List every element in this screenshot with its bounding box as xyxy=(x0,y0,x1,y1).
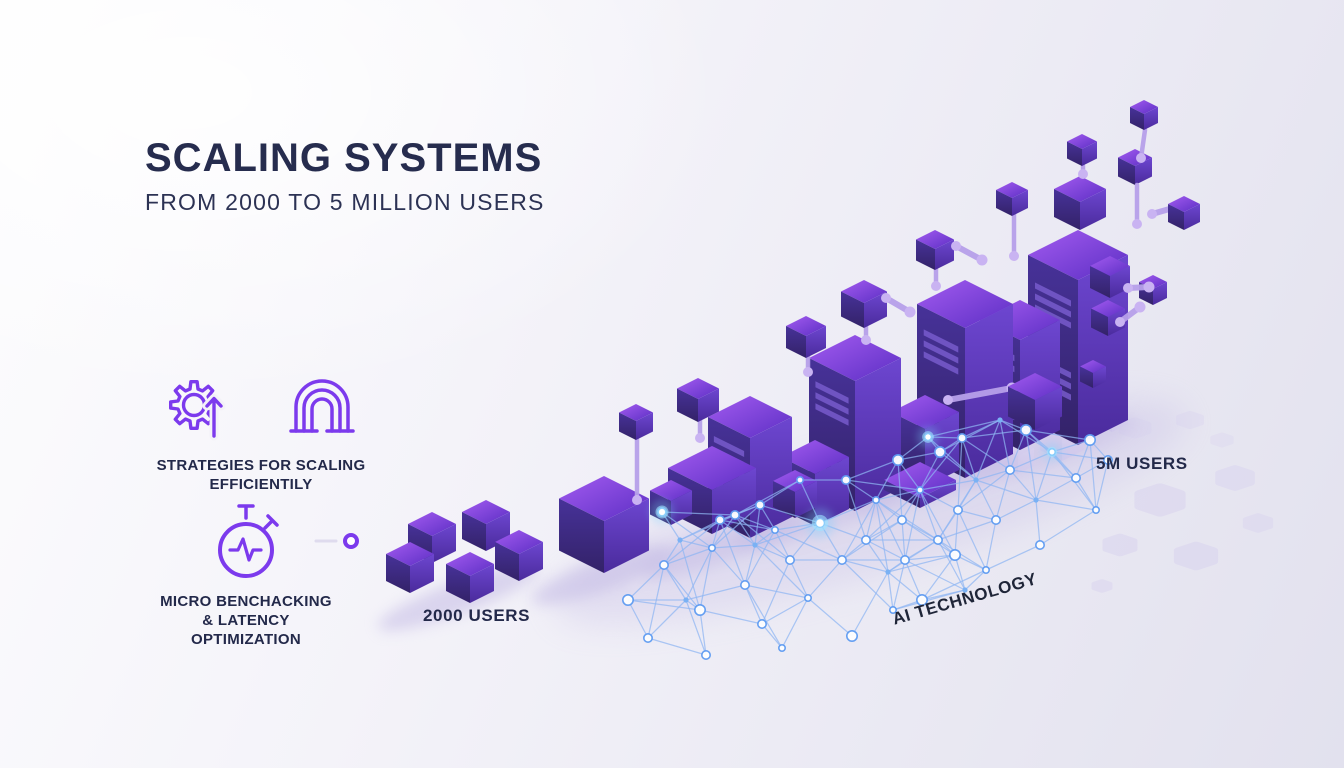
arch-icon xyxy=(289,379,355,433)
feature-benchmarking-caption-line2: & LATENCY xyxy=(202,612,290,629)
feature-benchmarking-caption-line3: OPTIMIZATION xyxy=(191,631,301,648)
stopwatch-icon xyxy=(218,504,279,578)
ai-network-mesh xyxy=(621,417,1114,660)
gear-up-arrow-icon xyxy=(169,380,226,441)
feature-scaling: STRATEGIES FOR SCALING EFFICIENTILY xyxy=(140,364,382,494)
feature-benchmarking: MICRO BENCHACKING & LATENCY OPTIMIZATION xyxy=(146,498,346,649)
header: SCALING SYSTEMS FROM 2000 TO 5 MILLION U… xyxy=(145,136,545,216)
feature-scaling-icons xyxy=(140,364,382,444)
label-2000-users: 2000 USERS xyxy=(423,606,531,625)
feature-scaling-caption-line1: STRATEGIES FOR SCALING xyxy=(156,457,366,474)
page-subtitle: FROM 2000 TO 5 MILLION USERS xyxy=(145,189,545,215)
page-title: SCALING SYSTEMS xyxy=(145,136,543,180)
feature-benchmarking-caption: MICRO BENCHACKING & LATENCY OPTIMIZATION xyxy=(146,592,346,649)
feature-benchmarking-caption-line1: MICRO BENCHACKING xyxy=(160,593,332,610)
label-5m-users: 5M USERS xyxy=(1096,454,1188,473)
cube-stacks xyxy=(386,100,1200,603)
connector-dot-wrap xyxy=(314,528,362,554)
feature-scaling-caption: STRATEGIES FOR SCALING EFFICIENTILY xyxy=(140,456,382,494)
connector-dot-icon xyxy=(314,533,359,549)
feature-scaling-caption-line2: EFFICIENTILY xyxy=(209,476,313,493)
glow-highlights xyxy=(650,426,1062,538)
feature-benchmarking-icons xyxy=(146,498,346,584)
